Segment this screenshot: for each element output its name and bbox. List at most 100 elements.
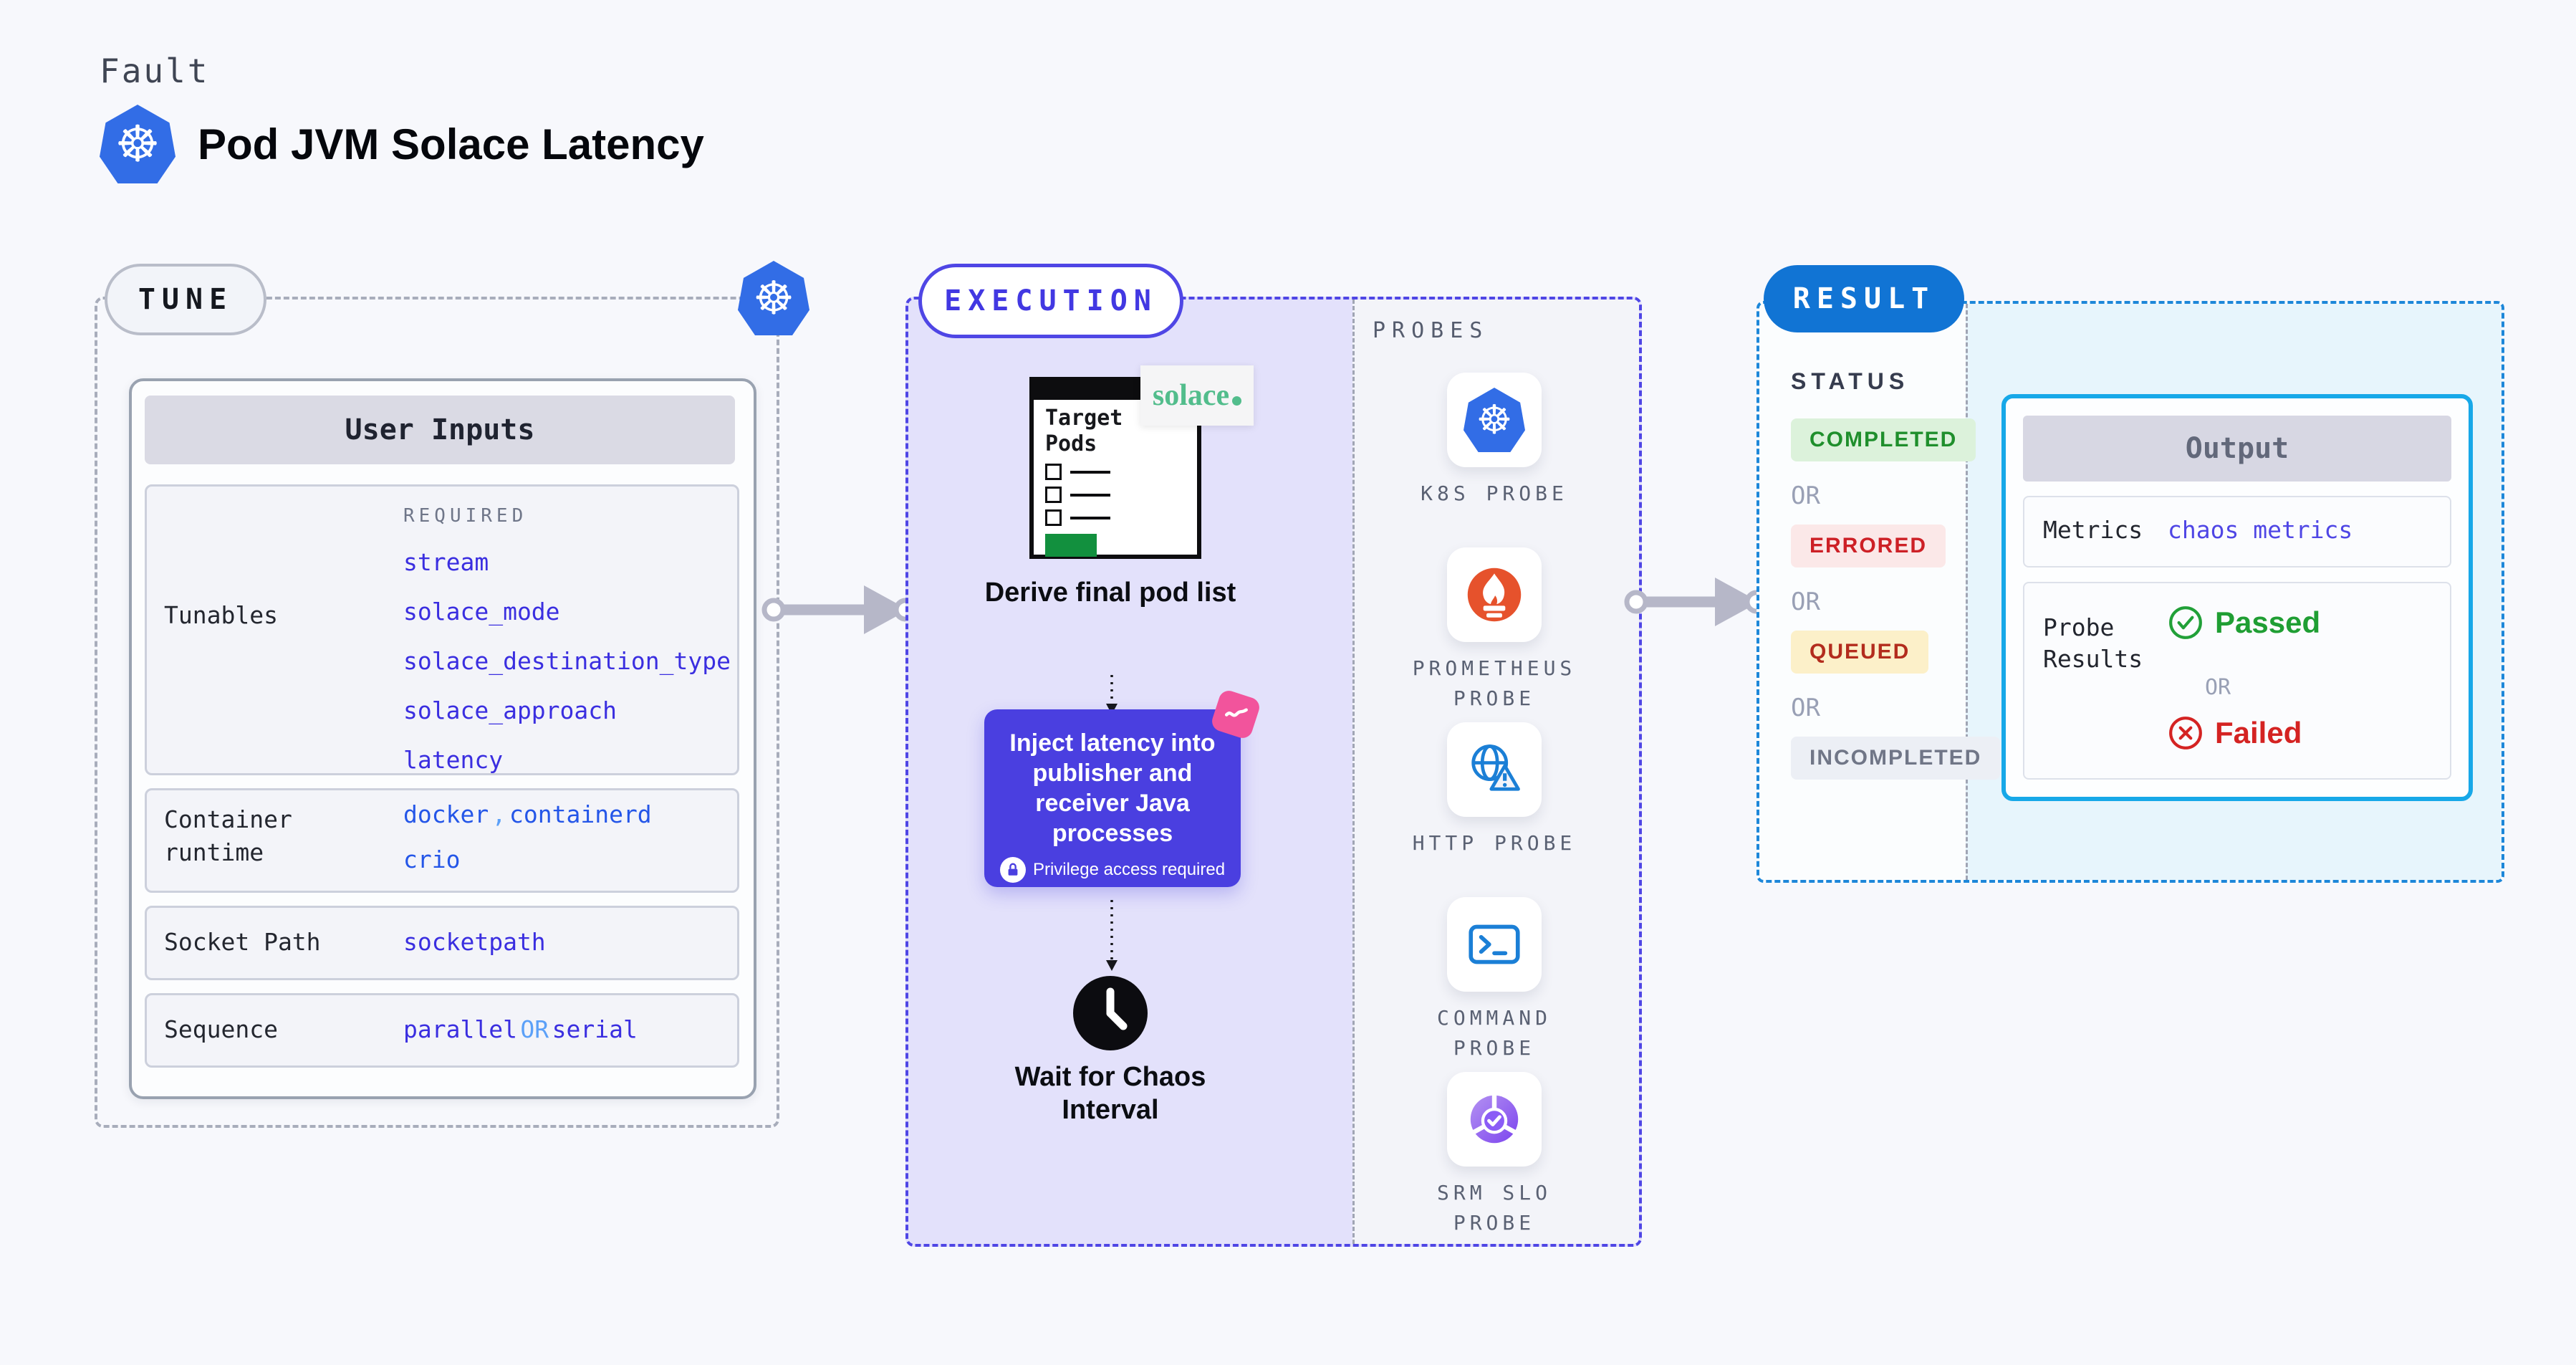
target-pods-title: Target Pods <box>1045 406 1123 456</box>
probe-label-line: PROBE <box>1453 1036 1536 1060</box>
socket-path-value: socketpath <box>403 928 546 956</box>
container-runtime-row: Container runtime docker , containerd cr… <box>145 788 739 893</box>
passed-result: Passed <box>2168 605 2320 641</box>
solace-logo-dot <box>1232 396 1242 406</box>
privilege-note: Privilege access required <box>984 857 1241 883</box>
prometheus-probe-icon <box>1467 567 1522 622</box>
runtime-value: crio <box>403 846 461 873</box>
tunable-value: latency <box>403 746 504 774</box>
probe-label-line: PROMETHEUS <box>1412 656 1577 680</box>
status-badge-incompleted: INCOMPLETED <box>1791 737 2001 780</box>
pod-list-item <box>1045 509 1187 526</box>
tunable-value: stream <box>403 548 489 576</box>
probe-results-label: Probe Results <box>2043 613 2143 673</box>
privilege-note-text: Privilege access required <box>1032 860 1226 879</box>
inject-latency-node: Inject latency into publisher and receiv… <box>984 688 1262 887</box>
status-or: OR <box>1791 694 1820 722</box>
probes-title: PROBES <box>1373 318 1489 343</box>
solace-logo-text: solace <box>1152 379 1230 412</box>
sequence-value: parallel OR serial <box>403 1015 638 1043</box>
list-line <box>1070 516 1110 519</box>
clock-icon <box>1073 976 1148 1050</box>
probe-card-k8s: ☸ <box>1447 373 1542 467</box>
document-body: Target Pods <box>1034 400 1197 557</box>
check-circle-icon <box>2169 606 2202 639</box>
fault-kicker: Fault <box>100 52 210 90</box>
probe-label: PROMETHEUS PROBE <box>1380 653 1609 714</box>
progress-bar <box>1045 534 1097 557</box>
probe-label: SRM SLO PROBE <box>1380 1178 1609 1238</box>
tunable-value: solace_destination_type <box>403 647 731 675</box>
probe-label-line: PROBE <box>1453 686 1536 710</box>
http-probe-icon <box>1471 744 1520 791</box>
kubernetes-probe-icon: ☸ <box>1464 388 1525 452</box>
runtime-values-line: docker , containerd <box>403 800 652 828</box>
inject-step-text: Inject latency into publisher and receiv… <box>1009 729 1216 847</box>
passed-label: Passed <box>2215 605 2321 639</box>
probe-label-line: HTTP PROBE <box>1412 831 1577 855</box>
tunables-row: Tunables REQUIRED stream solace_mode sol… <box>145 484 739 775</box>
status-or: OR <box>1791 588 1820 616</box>
checkbox-icon <box>1045 509 1062 526</box>
failed-result: Failed <box>2168 715 2302 751</box>
kubernetes-corner-icon: ☸ <box>738 261 809 335</box>
result-badge: RESULT <box>1764 265 1964 332</box>
status-badge-queued: QUEUED <box>1791 631 1929 674</box>
tune-badge: TUNE <box>105 264 266 335</box>
status-title: STATUS <box>1791 368 1910 394</box>
probe-card-prometheus <box>1447 547 1542 642</box>
sequence-or: OR <box>520 1015 549 1043</box>
probe-label: COMMAND PROBE <box>1380 1003 1609 1063</box>
execution-to-result-arrow <box>1624 578 1769 626</box>
solace-logo: solace <box>1140 365 1254 426</box>
probe-results-or: OR <box>2205 675 2231 700</box>
container-runtime-label: Container runtime <box>164 805 292 866</box>
runtime-value: containerd <box>509 800 652 828</box>
execution-badge: EXECUTION <box>918 264 1183 338</box>
probe-label-line: SRM SLO <box>1436 1181 1552 1204</box>
probe-label-line: COMMAND <box>1436 1006 1552 1030</box>
srm-slo-probe-icon <box>1470 1093 1519 1144</box>
probe-results-row: Probe Results Passed OR Failed <box>2023 582 2451 780</box>
pod-list-item <box>1045 487 1187 503</box>
runtime-separator: , <box>491 800 506 828</box>
status-badge-errored: ERRORED <box>1791 525 1946 567</box>
sequence-label: Sequence <box>164 1015 278 1043</box>
probe-card-srm-slo <box>1447 1072 1542 1167</box>
probe-label: K8S PROBE <box>1380 479 1609 509</box>
metrics-label: Metrics <box>2043 516 2143 544</box>
metrics-value: chaos metrics <box>2168 516 2353 544</box>
socket-path-label: Socket Path <box>164 928 321 956</box>
sequence-option: parallel <box>403 1015 517 1043</box>
output-card: Output Metrics chaos metrics Probe Resul… <box>2001 394 2473 801</box>
metrics-row: Metrics chaos metrics <box>2023 496 2451 567</box>
list-line <box>1070 493 1110 497</box>
status-or: OR <box>1791 482 1820 510</box>
output-title: Output <box>2023 416 2451 482</box>
checkbox-icon <box>1045 487 1062 503</box>
list-line <box>1070 470 1110 474</box>
sequence-option: serial <box>552 1015 638 1043</box>
dotted-connector <box>1106 675 1118 714</box>
x-circle-icon <box>2169 717 2202 749</box>
tunable-value: solace_approach <box>403 696 617 724</box>
tunables-label: Tunables <box>164 601 278 629</box>
tunable-value: solace_mode <box>403 598 560 626</box>
tunables-values: REQUIRED stream solace_mode solace_desti… <box>403 505 731 774</box>
socket-path-row: Socket Path socketpath <box>145 906 739 980</box>
dotted-connector <box>1106 900 1118 971</box>
user-inputs-title: User Inputs <box>145 396 735 464</box>
pod-list-item <box>1045 464 1187 480</box>
command-probe-icon <box>1469 924 1520 964</box>
probe-label-line: PROBE <box>1453 1211 1536 1235</box>
container-runtime-values: docker , containerd crio <box>403 800 652 873</box>
chaos-squiggle-icon <box>1224 708 1248 717</box>
failed-label: Failed <box>2215 716 2302 749</box>
probe-card-command <box>1447 897 1542 992</box>
required-label: REQUIRED <box>403 505 528 527</box>
status-badge-completed: COMPLETED <box>1791 418 1976 461</box>
chaos-icon <box>1209 688 1262 741</box>
checkbox-icon <box>1045 464 1062 480</box>
sequence-row: Sequence parallel OR serial <box>145 993 739 1068</box>
probe-label-line: K8S PROBE <box>1421 482 1568 505</box>
